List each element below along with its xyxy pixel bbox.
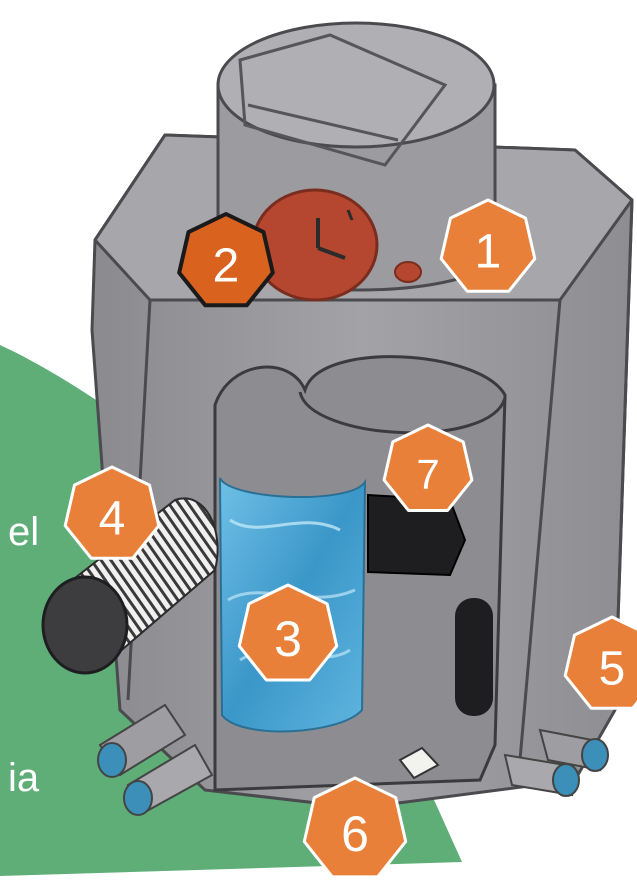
badge-number: 4 [99,493,126,546]
side-text-top: el [8,512,39,552]
badge-number: 3 [274,611,302,667]
internal-component [455,598,493,716]
badge-number: 6 [341,806,369,862]
indicator-light [395,262,421,282]
badge-number: 2 [213,240,240,293]
badge-number: 7 [416,451,439,498]
badge-number: 5 [599,643,626,696]
badge-number: 1 [475,226,502,279]
side-text-bottom: ia [8,758,39,798]
clock-timer [253,190,377,300]
badge-clock-timer: 2 [179,214,273,305]
